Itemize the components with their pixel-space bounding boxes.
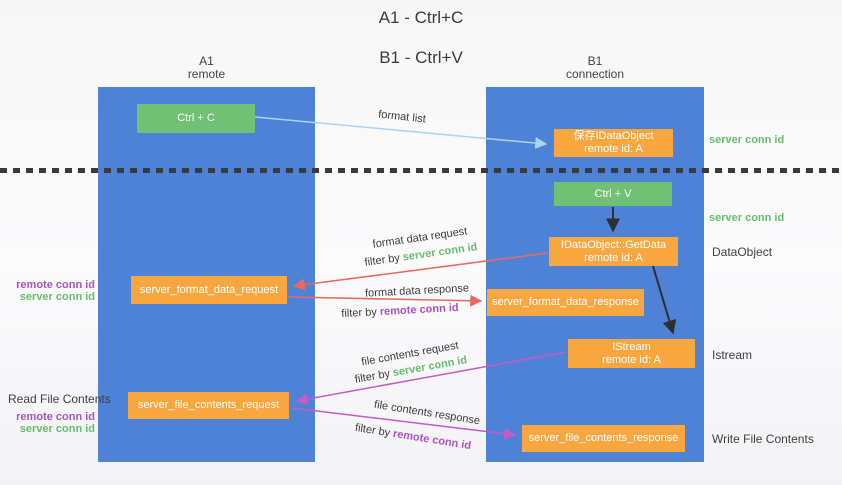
node-ctrl-v-label: Ctrl + V [594,187,632,200]
column-b1-subtitle: connection [565,67,625,81]
annotation-dataobject: DataObject [712,245,773,259]
column-b1-name: B1 [587,54,603,68]
node-save-idataobject: 保存IDataObject remote id: A [554,129,673,157]
node-getdata-line1: IDataObject::GetData [560,238,667,251]
title-line2: B1 - Ctrl+V [379,48,463,67]
node-format-response-label: server_format_data_response [492,296,639,308]
annotation-server-conn-id: server conn id [19,423,95,435]
filter-by-text: filter by [353,367,394,386]
node-ctrl-c-label: Ctrl + C [177,112,215,124]
file-contents-response-filter-label: filter by remote conn id [354,422,472,452]
filter-by-text: filter by [363,251,404,269]
node-istream: IStream remote id: A [568,339,695,368]
node-istream-line1: IStream [612,340,651,353]
filter-by-text: filter by [341,306,381,321]
node-file-response-label: server_file_contents_response [528,432,679,444]
annotation-conn-ids-top: remote conn id server conn id [13,279,95,303]
node-save-idataobject-line1: 保存IDataObject [573,130,654,142]
annotation-server-conn-id-mid: server conn id [709,212,785,224]
filter-remote-conn-id: remote conn id [379,301,459,319]
column-a1-subtitle: remote [187,67,226,81]
node-server-format-data-request: server_format_data_request [131,276,287,304]
node-format-request-label: server_format_data_request [139,283,279,296]
node-server-file-contents-response: server_file_contents_response [522,425,685,452]
annotation-read-file-contents: Read File Contents [8,392,111,406]
annotation-server-conn-id: server conn id [19,291,95,303]
annotation-conn-ids-bottom: remote conn id server conn id [13,411,95,435]
column-header-a1: A1 remote [98,55,315,81]
node-getdata-line2: remote id: A [584,251,643,264]
dotted-separator [0,168,842,173]
annotation-remote-conn-id: remote conn id [16,279,95,291]
annotation-write-file-contents: Write File Contents [712,432,814,446]
format-list-label: format list [377,108,427,126]
page-title: A1 - Ctrl+C B1 - Ctrl+V [0,8,842,68]
node-file-request-label: server_file_contents_request [137,399,280,411]
format-data-response-label: format data response [364,282,470,300]
annotation-remote-conn-id: remote conn id [16,411,95,423]
node-istream-line2: remote id: A [602,353,661,366]
filter-by-text: filter by [354,421,395,440]
filter-remote-conn-id: remote conn id [392,427,472,453]
node-server-file-contents-request: server_file_contents_request [128,392,289,419]
node-ctrl-v: Ctrl + V [554,182,672,206]
file-contents-response-label: file contents response [373,398,481,428]
node-server-format-data-response: server_format_data_response [487,289,644,316]
node-idataobject-getdata: IDataObject::GetData remote id: A [549,237,678,266]
format-data-response-filter-label: filter by remote conn id [341,302,459,320]
title-line1: A1 - Ctrl+C [378,8,464,27]
column-a1-name: A1 [199,54,214,68]
node-ctrl-c: Ctrl + C [137,104,255,133]
annotation-server-conn-id-top: server conn id [709,134,785,146]
annotation-istream: Istream [712,348,753,362]
column-header-b1: B1 connection [486,55,704,81]
node-save-idataobject-line2: remote id: A [584,143,643,155]
